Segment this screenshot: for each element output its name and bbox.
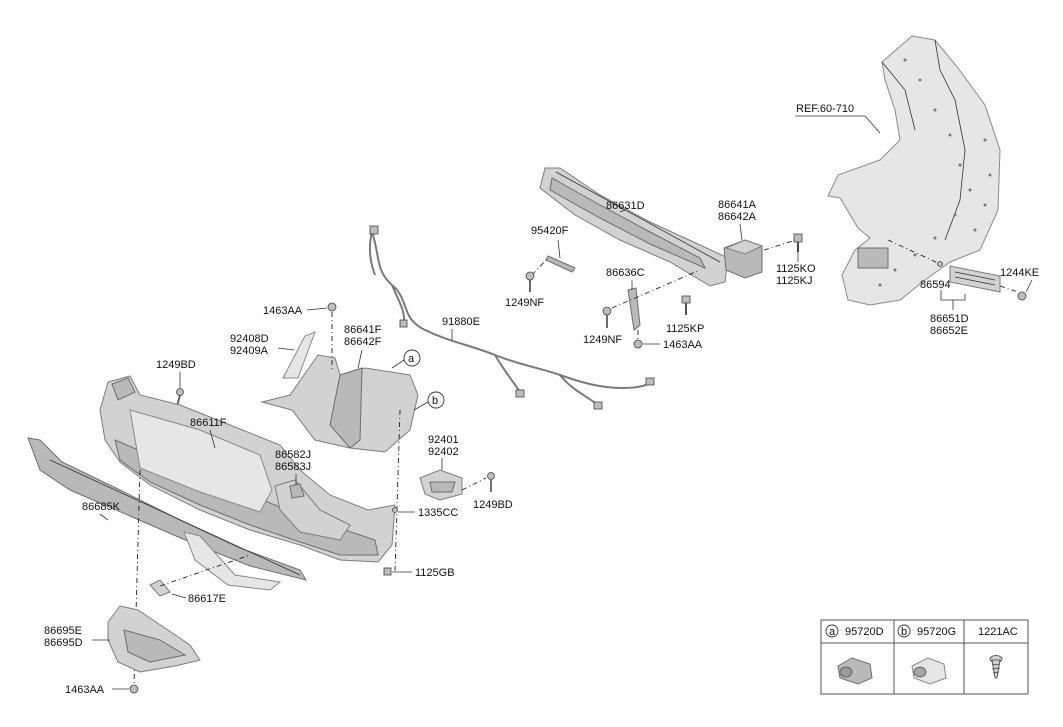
part-86631D: 86631D [606,200,645,212]
part-86695D: 86695D [44,637,83,649]
part-86594: 86594 [920,279,951,291]
callout-a-label: a [408,353,415,365]
nut-1463AA-right [633,339,643,349]
bracket-86582J [289,483,305,499]
clip-86594 [937,261,943,267]
callout-b [427,391,445,409]
strap-95420F [545,255,576,273]
part-1125KP: 1125KP [666,323,704,335]
legend-tag-b [897,624,911,638]
parking-sensor-b-icon [911,657,947,685]
part-86582J: 86582J [275,449,311,461]
bolt-1125KP [681,295,691,315]
legend-tag-a [825,624,839,638]
part-92408D: 92408D [230,333,269,345]
part-95420F: 95420F [531,225,569,237]
part-1249NF-upper: 1249NF [505,297,544,309]
screw-1249NF-lower [602,306,612,328]
nut-1463AA-bottom [129,684,139,694]
reflector-86651D [949,265,1001,293]
screw-1249NF-upper [525,271,535,292]
wiring-harness-91880E [368,225,655,410]
part-91880E: 91880E [442,316,480,328]
ref-label: REF.60-710 [796,103,854,115]
part-1335CC: 1335CC [418,507,458,519]
housing-92401 [419,469,463,501]
legend-table: a 95720D b 95720G 1221AC [820,619,1029,695]
part-86642F: 86642F [344,336,382,348]
part-86651D: 86651D [930,313,969,325]
part-86583J: 86583J [275,461,311,473]
tapping-screw-icon [989,655,1003,679]
part-86611F: 86611F [190,417,227,429]
bumper-side-cover [260,354,419,453]
trim-86617E [149,531,282,597]
part-86642A: 86642A [718,211,757,223]
rear-bumper-beam [539,167,729,287]
part-1125KO: 1125KO [776,263,816,275]
quarter-panel-ref [827,35,1001,306]
part-86641A: 86641A [718,199,757,211]
bracket-86636C [627,287,641,331]
part-86695E: 86695E [44,625,82,637]
part-1249BD-left: 1249BD [156,359,196,371]
legend-part-95720D: 95720D [845,626,884,638]
part-92402: 92402 [428,446,459,458]
part-1125GB: 1125GB [415,567,455,579]
clip-1335CC [392,507,398,513]
reflector-92408D [282,331,316,379]
skid-plate-86695E [107,605,201,673]
part-1463AA-bottom: 1463AA [65,684,105,696]
legend-tag-a-text: a [829,626,836,638]
parking-sensor-a-icon [837,657,873,685]
bolt-1125GB [383,567,392,576]
part-1125KJ: 1125KJ [776,275,813,287]
screw-1244KE [1017,291,1027,301]
legend-part-1221AC: 1221AC [978,626,1018,638]
part-86617E: 86617E [188,593,226,605]
screw-1249BD-right [487,472,495,492]
callout-a [403,349,421,367]
lower-lip-86685K [27,437,308,581]
part-92401: 92401 [428,434,459,446]
part-1249NF-lower: 1249NF [583,334,622,346]
part-86652E: 86652E [930,325,968,337]
legend-part-95720G: 95720G [917,626,956,638]
part-86641F: 86641F [344,324,382,336]
part-1244KE: 1244KE [1000,267,1039,279]
part-86685K: 86685K [82,501,121,513]
part-86636C: 86636C [606,267,645,279]
part-1249BD-right: 1249BD [473,499,513,511]
screw-1249BD-left [175,388,184,411]
bolt-1125KO [793,233,803,252]
callout-b-label: b [432,395,438,407]
beam-bracket [723,239,764,279]
part-1463AA-top: 1463AA [263,305,303,317]
part-92409A: 92409A [230,345,269,357]
legend-tag-b-text: b [901,626,907,638]
part-1463AA-right: 1463AA [663,339,703,351]
nut-1463AA-top [327,302,337,312]
